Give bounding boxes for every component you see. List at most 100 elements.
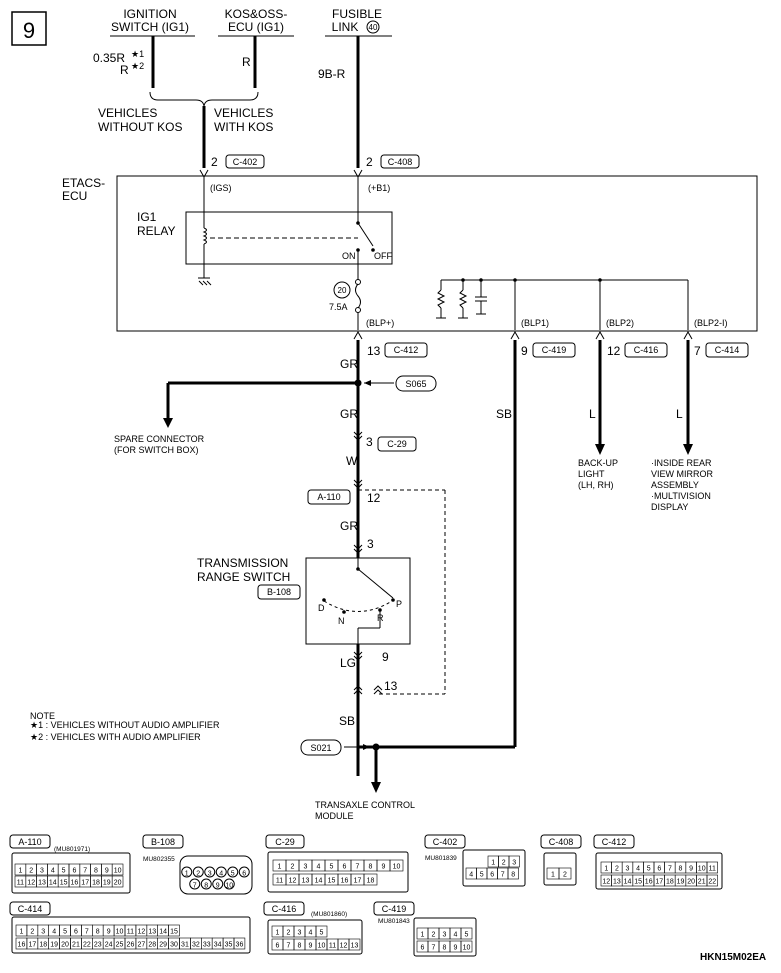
svg-text:OFF: OFF	[374, 251, 392, 261]
pin-label-c419-10: 10	[463, 945, 471, 952]
pin-label-c412-8: 8	[679, 866, 683, 873]
connector-name-c29: C-29	[275, 837, 295, 847]
svg-text:L: L	[676, 407, 683, 421]
svg-text:(BLP2): (BLP2)	[606, 318, 634, 328]
trs-label: TRANSMISSION	[197, 556, 288, 570]
pin-label-c412-16: 16	[645, 879, 653, 886]
svg-text:W: W	[346, 454, 358, 468]
svg-text:TRANSAXLE CONTROL: TRANSAXLE CONTROL	[315, 800, 415, 810]
pin-label-c414-31: 31	[181, 942, 189, 949]
diagram-code: HKN15M02EA	[700, 952, 766, 963]
svg-text:VIEW MIRROR: VIEW MIRROR	[651, 469, 713, 479]
pin-label-c29-9: 9	[382, 864, 386, 871]
connector-part-c419: MU801843	[378, 918, 410, 925]
pin-c408-2	[558, 867, 572, 880]
pin-label-c416-8: 8	[298, 943, 302, 950]
svg-text:B-108: B-108	[267, 587, 291, 597]
connector-body-a110	[11, 852, 131, 894]
pin-label-c412-22: 22	[708, 879, 716, 886]
pin-label-c414-22: 22	[83, 942, 91, 949]
pin-label-b108-10: 10	[225, 883, 233, 890]
pin-label-c414-11: 11	[127, 929, 134, 936]
pin-label-a110-19: 19	[103, 880, 111, 887]
pin-label-c402-3: 3	[512, 860, 516, 867]
svg-text:P: P	[396, 599, 402, 609]
svg-text:C-416: C-416	[634, 345, 659, 355]
pin-label-c414-6: 6	[74, 929, 78, 936]
pin-label-c419-2: 2	[432, 932, 436, 939]
pin-label-c419-6: 6	[421, 945, 425, 952]
pin-label-b108-3: 3	[208, 871, 212, 878]
pin-c414-36	[233, 937, 246, 950]
svg-text:★1 : VEHICLES WITHOUT AUDIO AM: ★1 : VEHICLES WITHOUT AUDIO AMPLIFIER	[30, 720, 220, 730]
svg-text:(LH, RH): (LH, RH)	[578, 480, 614, 490]
pin-label-a110-9: 9	[105, 868, 109, 875]
pin-label-c414-12: 12	[137, 929, 145, 936]
pin-label-c412-2: 2	[615, 866, 619, 873]
connector-name-c412: C-412	[602, 837, 627, 847]
pin-label-c402-7: 7	[501, 872, 505, 879]
pin-label-c412-12: 12	[602, 879, 610, 886]
pin-label-c414-33: 33	[203, 942, 211, 949]
pin-c414-15	[168, 924, 180, 937]
ignition-switch-source: IGNITION SWITCH (IG1)	[110, 7, 195, 37]
pin-label-a110-4: 4	[51, 868, 55, 875]
pin-label-c414-2: 2	[30, 929, 34, 936]
pin-label-c402-2: 2	[502, 860, 506, 867]
svg-text:SWITCH (IG1): SWITCH (IG1)	[111, 20, 189, 34]
svg-text:LIGHT: LIGHT	[578, 469, 605, 479]
pin-label-c416-6: 6	[276, 943, 280, 950]
connector-part-c402: MU801839	[425, 855, 457, 862]
pin-label-c412-5: 5	[647, 866, 651, 873]
note-title: NOTE	[30, 711, 55, 721]
pin-label-b108-2: 2	[196, 871, 200, 878]
star1-mark: ★1	[131, 49, 144, 59]
connector-label-c408	[540, 834, 582, 849]
pin-label-a110-3: 3	[40, 868, 44, 875]
pin-label-c412-21: 21	[698, 879, 706, 886]
pin-label-c414-17: 17	[28, 942, 36, 949]
pin-b108-8	[200, 878, 212, 890]
pin-label-c29-16: 16	[341, 878, 349, 885]
svg-text:·MULTIVISION: ·MULTIVISION	[651, 491, 711, 501]
pin-label-a110-17: 17	[81, 880, 89, 887]
pin-label-c29-10: 10	[393, 864, 401, 871]
connector-body-b108	[179, 855, 253, 895]
pin-label-c414-10: 10	[116, 929, 124, 936]
pin-label-c408-2: 2	[563, 872, 567, 879]
svg-text:WITHOUT KOS: WITHOUT KOS	[98, 120, 182, 134]
pin-label-c416-11: 11	[329, 943, 336, 950]
svg-text:(BLP2-I): (BLP2-I)	[694, 318, 728, 328]
pin-a110-10	[111, 863, 124, 876]
pin-b108-10	[223, 878, 235, 890]
pin-label-a110-10: 10	[114, 868, 122, 875]
pin-label-c408-1: 1	[551, 872, 555, 879]
fuse-20	[355, 283, 361, 309]
pin-label-b108-4: 4	[219, 871, 223, 878]
connector-part-c416: (MU801860)	[311, 911, 347, 918]
pin-label-c29-14: 14	[315, 878, 323, 885]
svg-text:13: 13	[384, 679, 398, 693]
pin-label-c402-1: 1	[491, 860, 495, 867]
svg-text:(+B1): (+B1)	[368, 183, 390, 193]
pin-label-c416-10: 10	[318, 943, 326, 950]
pin-label-c414-28: 28	[148, 942, 156, 949]
pin-label-c414-29: 29	[159, 942, 167, 949]
pin-label-c419-1: 1	[421, 932, 425, 939]
pin-label-c29-5: 5	[330, 864, 334, 871]
svg-text:MODULE: MODULE	[315, 811, 354, 821]
page-number-box	[11, 11, 47, 46]
svg-text:12: 12	[607, 344, 621, 358]
svg-text:DISPLAY: DISPLAY	[651, 502, 688, 512]
connector-body-c412	[595, 852, 723, 890]
pin-label-c416-9: 9	[309, 943, 313, 950]
pin-label-c416-13: 13	[351, 943, 359, 950]
pin-label-c416-7: 7	[287, 943, 291, 950]
pin-b108-7	[189, 878, 201, 890]
connector-label-c412	[593, 834, 635, 849]
connector-body-c408	[543, 852, 577, 886]
svg-text:20: 20	[338, 286, 347, 295]
pin-label-c29-4: 4	[317, 864, 321, 871]
svg-text:3: 3	[367, 537, 374, 551]
pin-label-c29-3: 3	[304, 864, 308, 871]
